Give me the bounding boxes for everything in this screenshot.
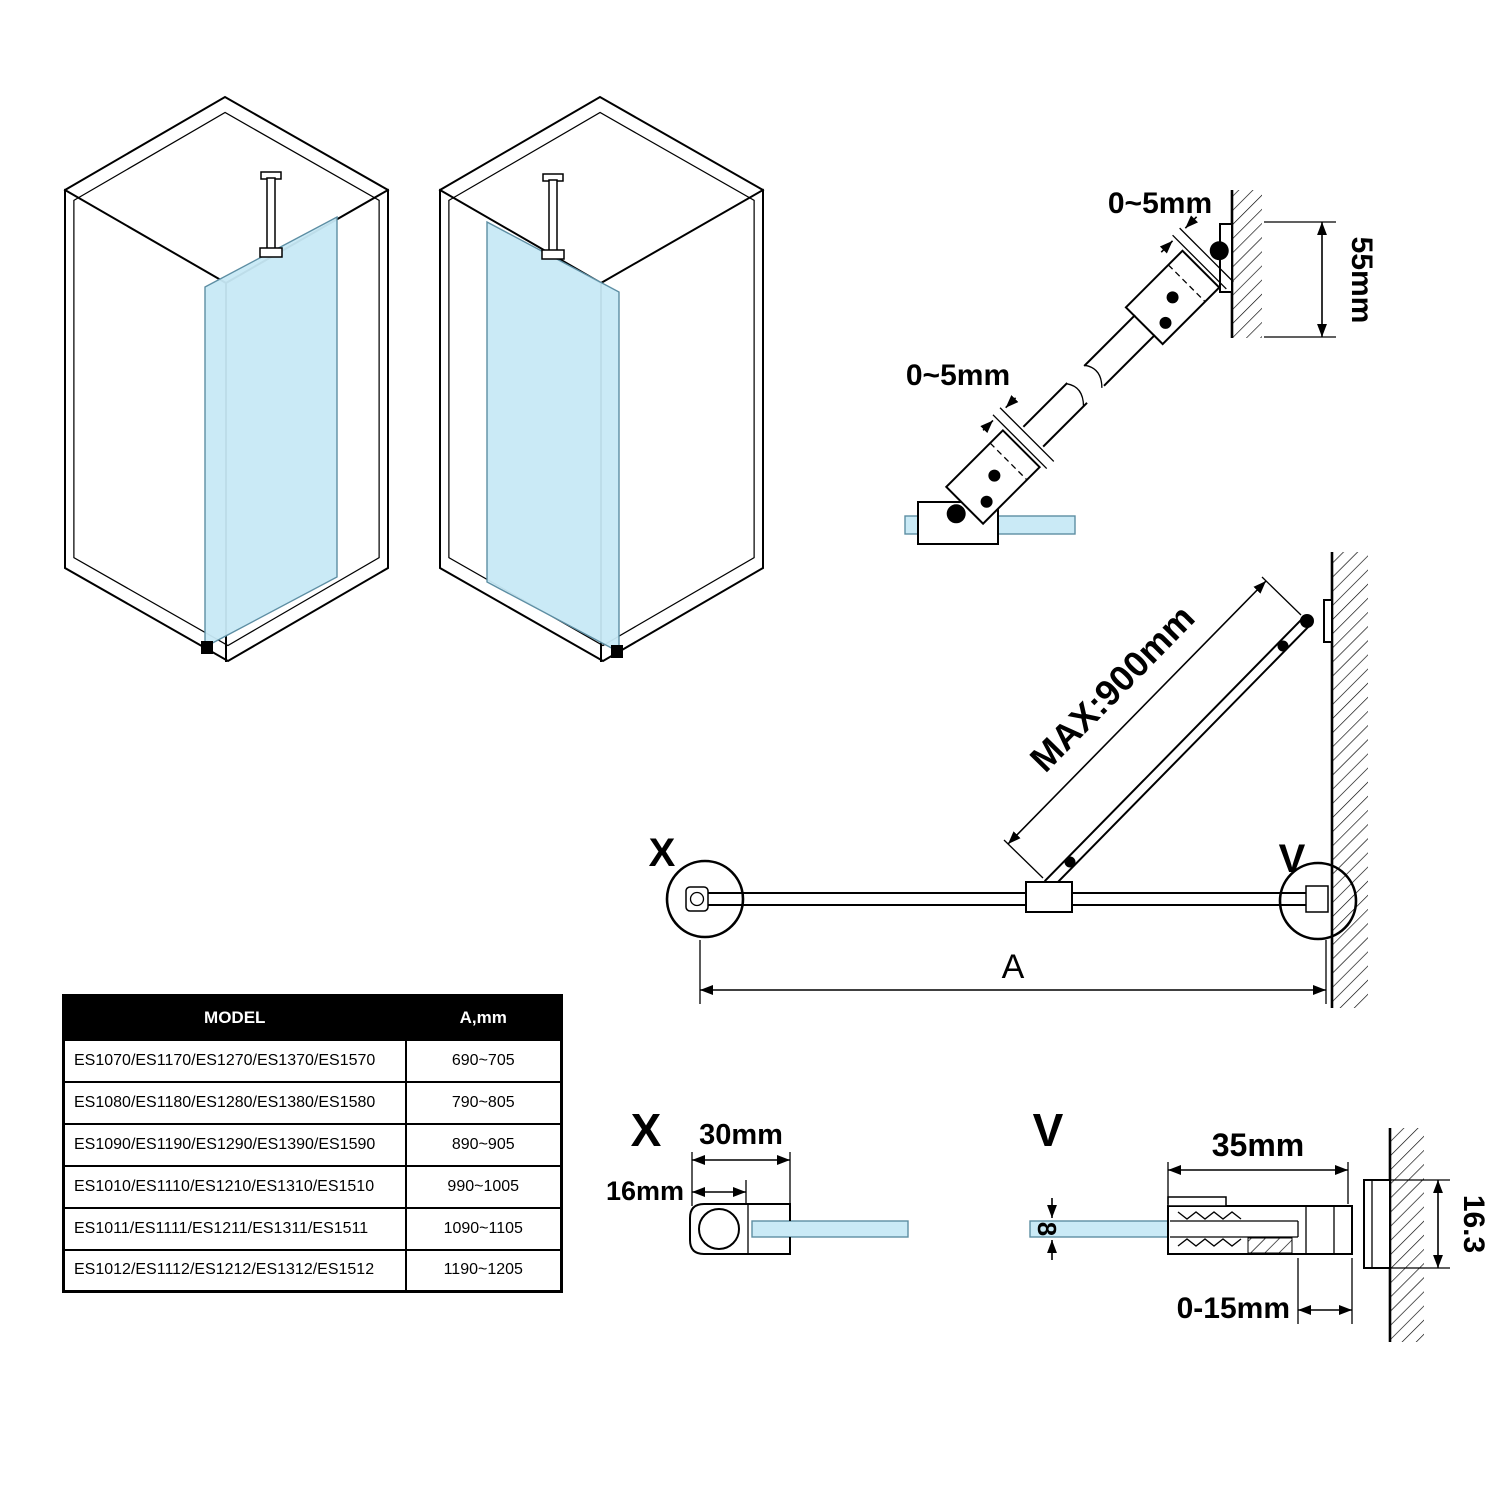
dim-16-3-label: 16.3: [1457, 1195, 1490, 1253]
seal-wedge: [1247, 1237, 1293, 1254]
rod-glass-clamp: [541, 249, 565, 260]
support-rod: [266, 177, 276, 253]
wall-hatch: [1232, 190, 1262, 338]
glass-panel: [204, 215, 338, 649]
glass-pivot: [946, 504, 966, 524]
col-header-model: MODEL: [62, 994, 407, 1041]
enclosure-frame-outer: [64, 95, 389, 663]
enclosure-frame-outer: [439, 95, 764, 663]
rod-glass-clamp: [259, 247, 283, 258]
floor-anchor: [611, 645, 623, 658]
bar-wall-pivot: [1300, 614, 1314, 628]
detail-x-section: X 30mm 16mm: [606, 1104, 909, 1255]
bar-wall-plate: [1323, 599, 1333, 643]
bar-glass-clamp: [1025, 881, 1073, 913]
table-row: ES1070/ES1170/ES1270/ES1370/ES1570 690~7…: [62, 1038, 563, 1083]
wall-fixing-profile: [1363, 1179, 1391, 1269]
model-cell: ES1070/ES1170/ES1270/ES1370/ES1570: [62, 1038, 407, 1083]
grip-serration: [1177, 1238, 1242, 1247]
callout-v-label: V: [1279, 837, 1306, 881]
glass-thickness-label: 8: [1032, 1222, 1062, 1236]
dim-adjust-label: 0-15mm: [1177, 1292, 1290, 1325]
glass-panel: [486, 220, 620, 654]
detail-x-title: X: [631, 1104, 662, 1156]
model-spec-table: MODEL A,mm ES1070/ES1170/ES1270/ES1370/E…: [62, 994, 563, 1293]
dim-16mm-label: 16mm: [606, 1176, 684, 1206]
gap-bottom-label: 0~5mm: [906, 359, 1010, 392]
wall-hatch: [1332, 552, 1368, 1008]
model-cell: ES1012/ES1112/ES1212/ES1312/ES1512: [62, 1248, 407, 1293]
round-post-bore: [698, 1208, 740, 1250]
callout-circle-v: [1278, 861, 1358, 941]
model-cell: ES1090/ES1190/ES1290/ES1390/ES1590: [62, 1122, 407, 1167]
dim-30mm-label: 30mm: [699, 1119, 783, 1151]
plan-view: X V MAX:900mm A: [649, 552, 1368, 1008]
support-bar-detail: 55mm: [904, 187, 1378, 545]
amm-cell: 890~905: [404, 1122, 563, 1167]
wall-plate-height-label: 55mm: [1345, 237, 1378, 324]
col-header-amm: A,mm: [404, 994, 563, 1041]
table-row: ES1010/ES1110/ES1210/ES1310/ES1510 990~1…: [62, 1164, 563, 1209]
wall-hatch: [1390, 1128, 1424, 1342]
model-cell: ES1080/ES1180/ES1280/ES1380/ES1580: [62, 1080, 407, 1125]
isometric-view-right: [438, 95, 765, 663]
wall-pivot: [1209, 241, 1229, 261]
wall-profile-end: [1305, 885, 1329, 913]
table-row: ES1012/ES1112/ES1212/ES1312/ES1512 1190~…: [62, 1248, 563, 1293]
amm-cell: 1090~1105: [404, 1206, 563, 1251]
amm-cell: 1190~1205: [404, 1248, 563, 1293]
glass-section: [751, 1220, 909, 1238]
detail-v-section: V 8 35mm 16.3 0-15mm: [1029, 1104, 1490, 1342]
callout-circle-x: [665, 859, 745, 939]
amm-cell: 990~1005: [404, 1164, 563, 1209]
detail-v-title: V: [1033, 1104, 1064, 1156]
model-cell: ES1010/ES1110/ES1210/ES1310/ES1510: [62, 1164, 407, 1209]
width-a-label: A: [1002, 948, 1025, 986]
telescopic-bar: [944, 215, 1234, 526]
floor-anchor: [201, 641, 213, 654]
table-header-row: MODEL A,mm: [62, 994, 563, 1041]
table-row: ES1080/ES1180/ES1280/ES1380/ES1580 790~8…: [62, 1080, 563, 1125]
dim-35mm-label: 35mm: [1212, 1127, 1305, 1163]
enclosure-frame-inner: [448, 111, 755, 647]
profile-lip: [1167, 1196, 1227, 1207]
support-rod: [548, 179, 558, 255]
model-cell: ES1011/ES1111/ES1211/ES1311/ES1511: [62, 1206, 407, 1251]
enclosure-frame-inner: [73, 111, 380, 647]
isometric-view-left: [63, 95, 390, 663]
amm-cell: 790~805: [404, 1080, 563, 1125]
end-post-profile: [685, 886, 709, 912]
max-length-label: MAX:900mm: [1022, 597, 1203, 780]
grip-serration: [1177, 1211, 1242, 1220]
table-row: ES1090/ES1190/ES1290/ES1390/ES1590 890~9…: [62, 1122, 563, 1167]
gap-top-label: 0~5mm: [1108, 187, 1212, 220]
table-row: ES1011/ES1111/ES1211/ES1311/ES1511 1090~…: [62, 1206, 563, 1251]
amm-cell: 690~705: [404, 1038, 563, 1083]
callout-x-label: X: [649, 831, 676, 875]
